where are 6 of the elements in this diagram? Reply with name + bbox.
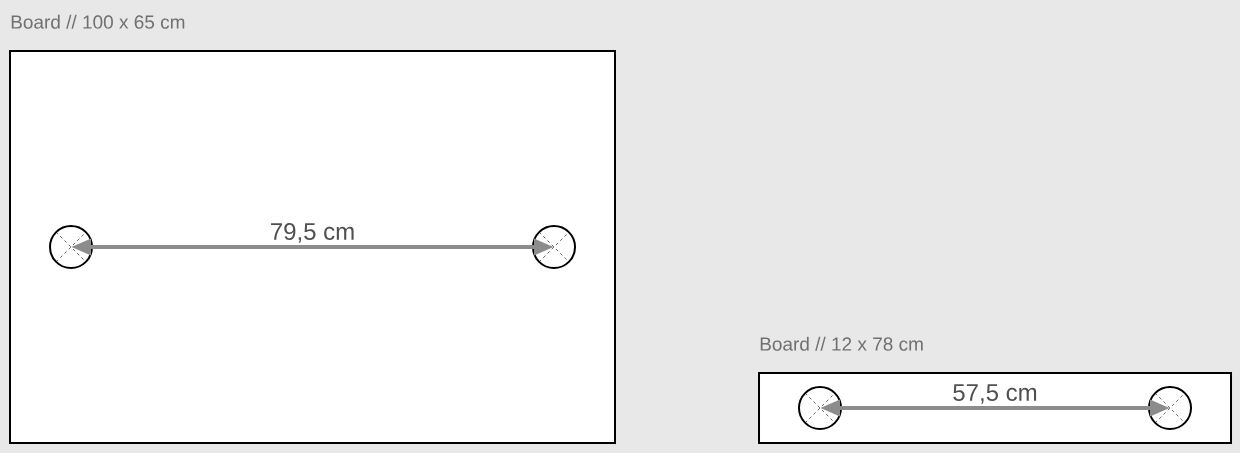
hole-symbol	[798, 386, 842, 430]
hole-symbol	[1148, 386, 1192, 430]
edge-label: 57,5 cm	[953, 384, 1037, 404]
edge-label: 79,5 cm	[271, 223, 354, 243]
board-heading: Board // 100 x 65 cm	[11, 14, 185, 29]
board-heading: Board // 12 x 78 cm	[760, 336, 923, 351]
